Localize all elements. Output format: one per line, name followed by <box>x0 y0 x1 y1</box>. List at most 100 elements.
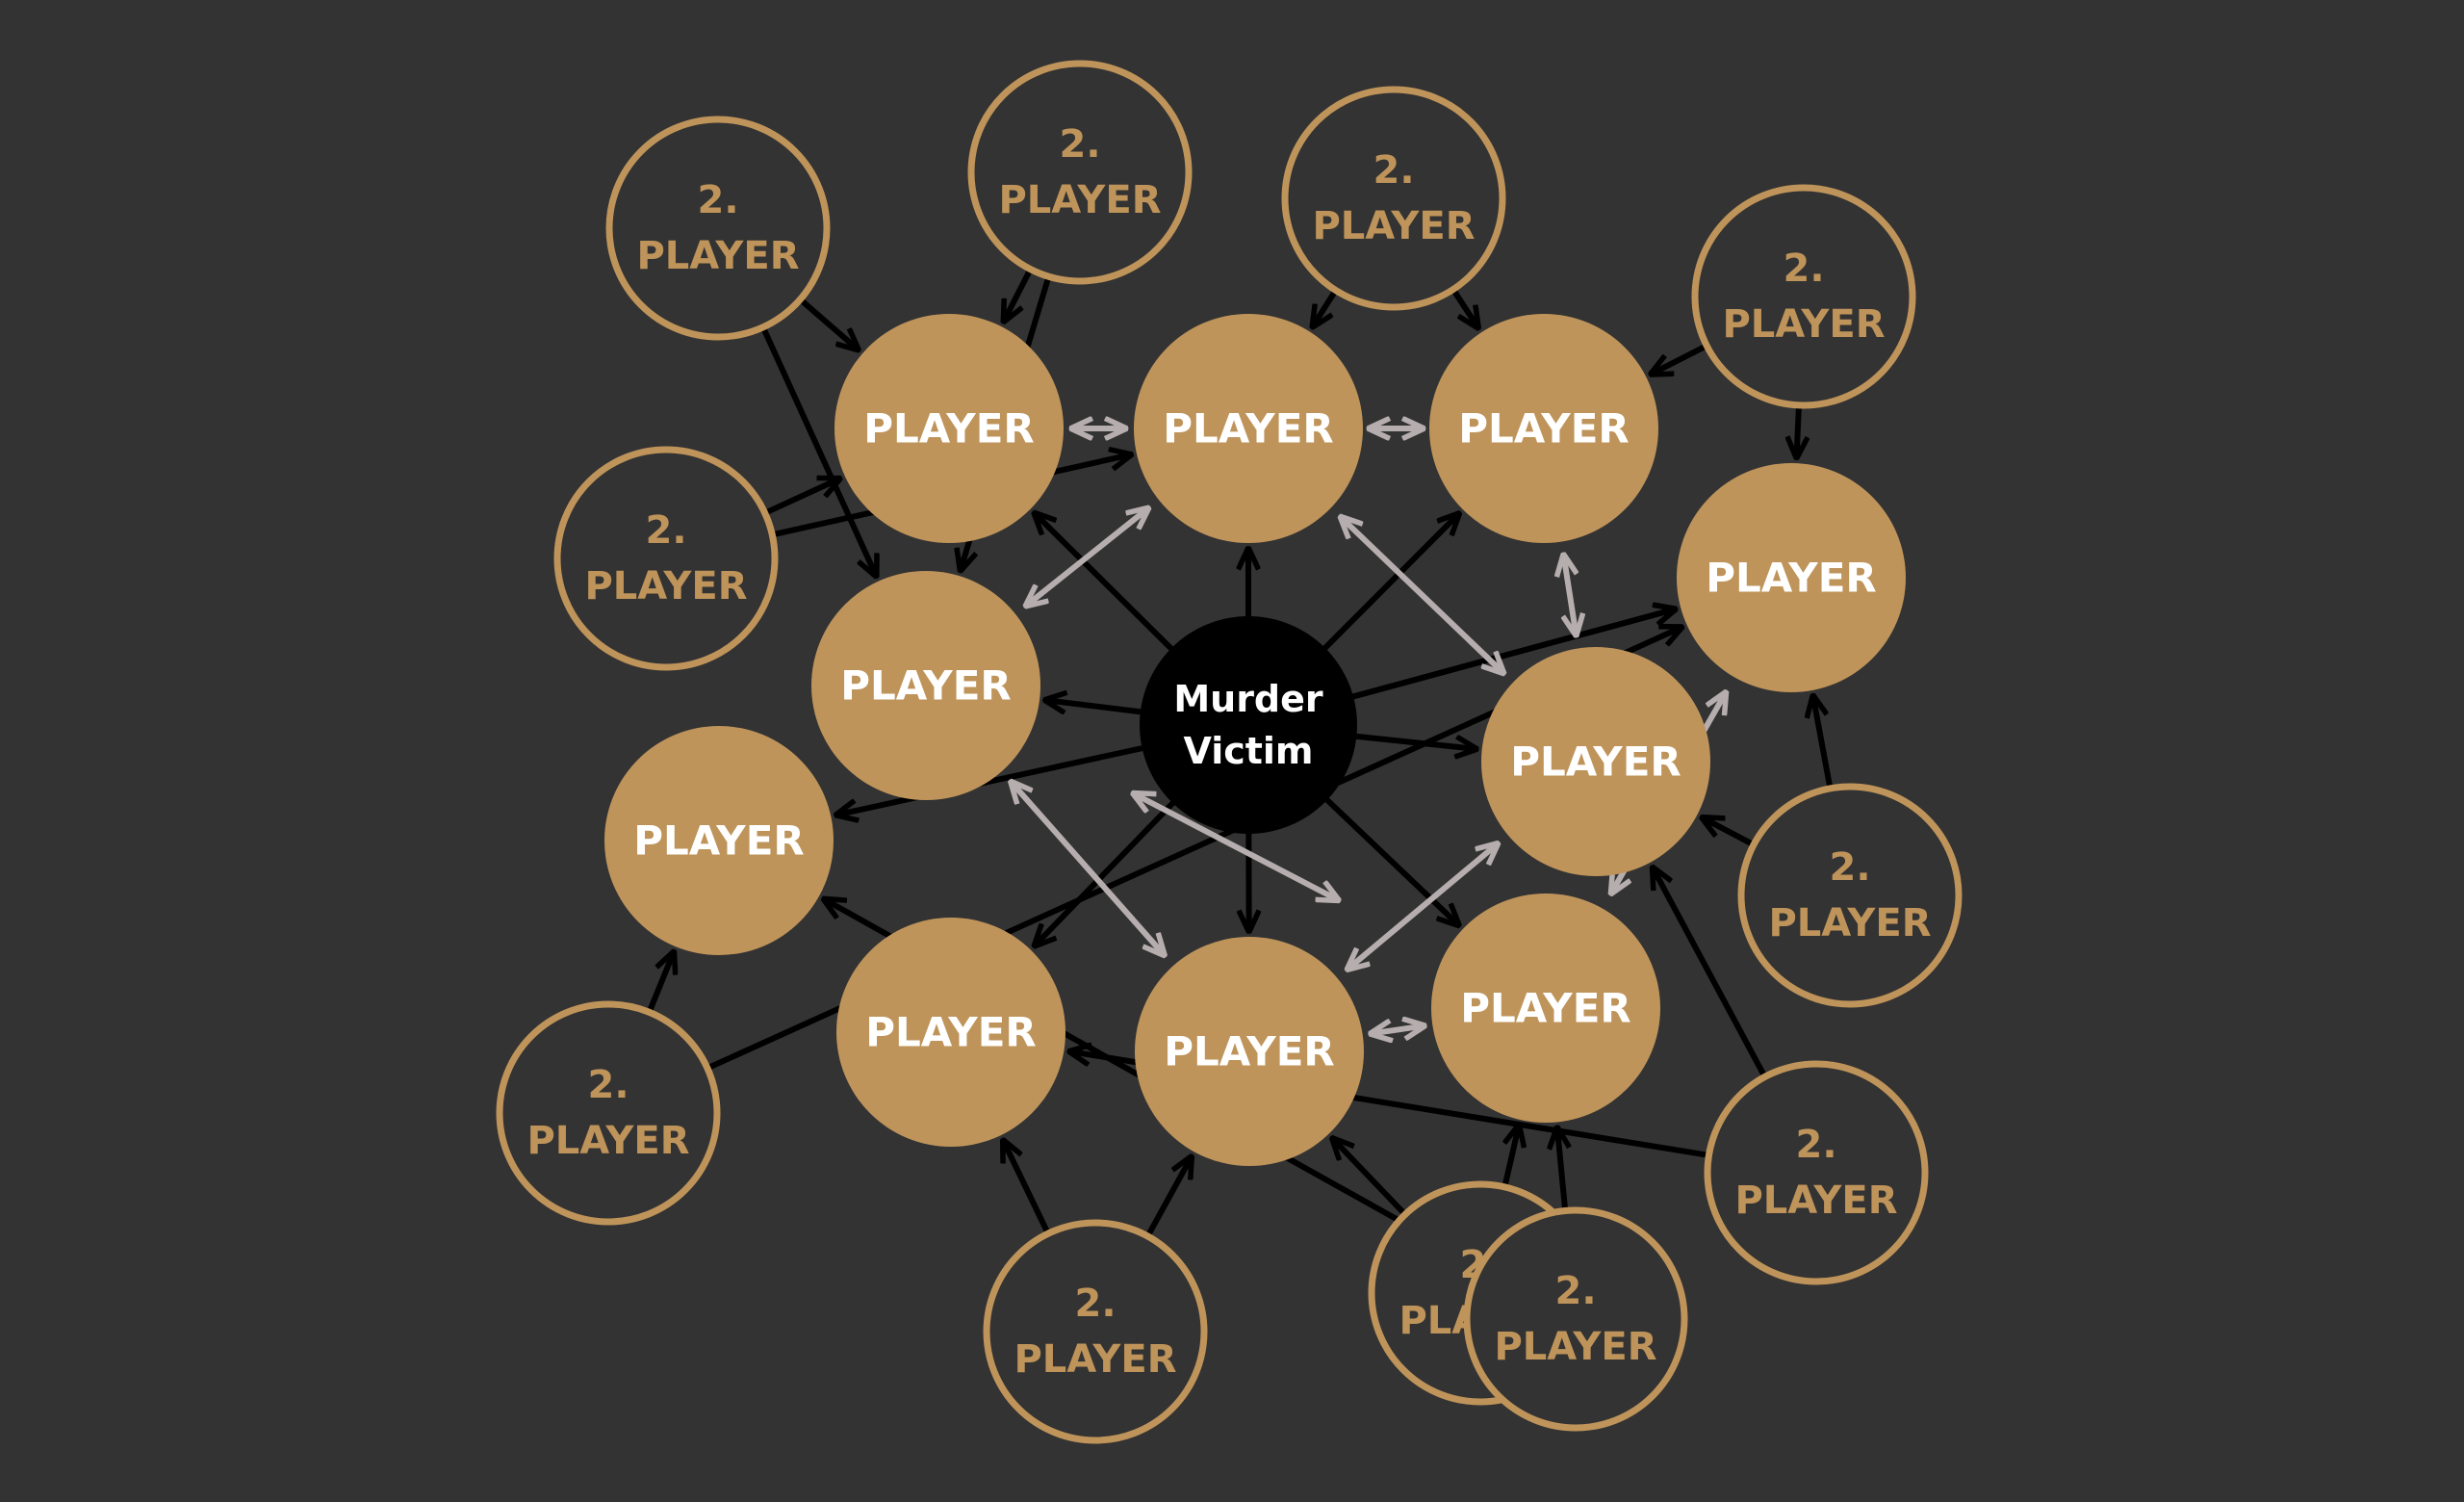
secondary-player-rank: 2. <box>1795 1123 1836 1167</box>
player-circle <box>1431 893 1660 1123</box>
player-node: PLAYER <box>1135 937 1364 1166</box>
victim-to-p4-arrow <box>1045 700 1151 716</box>
secondary-player-ring <box>1281 86 1506 311</box>
player-node: PLAYER <box>1677 463 1906 692</box>
p10-p9-mutual-arrow <box>1371 1025 1424 1033</box>
player-node: PLAYER <box>604 726 834 955</box>
player-label: PLAYER <box>1458 405 1629 453</box>
secondary-player-label: PLAYER <box>1014 1337 1176 1382</box>
player-label: PLAYER <box>1460 985 1630 1032</box>
s1-to-p1-arrow <box>795 295 859 350</box>
secondary-player-rank: 2. <box>1783 246 1824 291</box>
secondary-player-rank: 2. <box>697 178 738 222</box>
p3-p6-mutual-arrow <box>1564 555 1577 634</box>
secondary-player-ring <box>496 1000 721 1226</box>
s8-to-p9-arrow <box>1332 1138 1410 1219</box>
secondary-player-label: PLAYER <box>1768 901 1931 945</box>
player-label: PLAYER <box>1510 738 1681 786</box>
victim-to-p11-arrow <box>1343 609 1675 702</box>
p4-p9-mutual-arrow <box>1012 782 1165 955</box>
s11-to-p10-arrow <box>1557 1127 1565 1216</box>
secondary-player-node: 2. PLAYER <box>1704 1060 1929 1285</box>
p2-p4-mutual-arrow <box>1026 508 1148 606</box>
secondary-player-ring <box>605 116 831 341</box>
player-node: PLAYER <box>1431 893 1660 1123</box>
s8-to-p10-arrow <box>1501 1126 1519 1192</box>
secondary-player-rank: 2. <box>1373 148 1414 193</box>
s4-to-p3-arrow <box>1449 284 1478 327</box>
secondary-player-node: 2. PLAYER <box>967 60 1193 285</box>
secondary-player-node: 2. PLAYER <box>496 1000 721 1226</box>
secondary-player-label: PLAYER <box>1312 204 1475 248</box>
secondary-player-ring <box>1691 184 1916 409</box>
s9-to-p8-arrow <box>1003 1141 1052 1239</box>
player-circle <box>811 571 1040 800</box>
secondary-player-node: 2. PLAYER <box>1737 783 1963 1008</box>
player-circle <box>604 726 834 955</box>
secondary-player-label: PLAYER <box>1494 1325 1656 1369</box>
s2-to-p1-arrow <box>1004 264 1035 322</box>
murder-victim-circle <box>1140 616 1357 834</box>
secondary-player-ring <box>553 446 779 671</box>
secondary-player-label: PLAYER <box>1734 1178 1897 1223</box>
s10-to-p7-arrow <box>645 952 674 1018</box>
secondary-player-node: 2. PLAYER <box>1463 1206 1688 1432</box>
secondary-player-rank: 2. <box>1829 845 1870 890</box>
player-circle <box>1677 463 1906 692</box>
p9-p6-mutual-arrow <box>1348 843 1498 969</box>
secondary-player-label: PLAYER <box>998 178 1161 222</box>
player-label: PLAYER <box>1164 1028 1334 1075</box>
player-node: PLAYER <box>1481 647 1710 876</box>
secondary-player-node: 2. PLAYER <box>1691 184 1916 409</box>
s4-to-p2-arrow <box>1313 285 1340 326</box>
player-label: PLAYER <box>840 662 1011 710</box>
player-label: PLAYER <box>633 817 804 865</box>
secondary-player-label: PLAYER <box>636 234 799 278</box>
secondary-player-node: 2. PLAYER <box>1281 86 1506 311</box>
s6-to-p5-arrow <box>1813 696 1834 793</box>
player-label: PLAYER <box>1706 555 1876 602</box>
secondary-player-ring <box>967 60 1193 285</box>
s9-to-p9-arrow <box>1143 1157 1191 1241</box>
secondary-player-rank: 2. <box>1554 1269 1596 1313</box>
player-circle <box>1135 937 1364 1166</box>
player-circle <box>836 918 1065 1147</box>
secondary-player-label: PLAYER <box>526 1119 689 1163</box>
secondary-player-rank: 2. <box>1074 1282 1116 1326</box>
s7-to-p6-arrow <box>1653 868 1769 1082</box>
s1-to-p4-arrow <box>758 323 876 576</box>
secondary-player-ring <box>1704 1060 1929 1285</box>
secondary-player-rank: 2. <box>645 508 686 553</box>
s5-to-p3-arrow <box>1651 342 1712 374</box>
nodes-layer: 2. PLAYER 2. PLAYER 2. PLAYER 2. PLAYER 2. PLAYER… <box>496 60 1963 1444</box>
secondary-player-node: 2. PLAYER <box>605 116 831 341</box>
secondary-player-node: 2. PLAYER <box>553 446 779 671</box>
secondary-player-node: 2. PLAYER <box>983 1219 1208 1444</box>
player-label: PLAYER <box>865 1009 1036 1056</box>
victim-to-p7-arrow <box>836 743 1153 815</box>
player-node: PLAYER <box>1134 314 1363 543</box>
murder-victim-label: Victim <box>1183 730 1313 772</box>
player-node: PLAYER <box>811 571 1040 800</box>
player-node: PLAYER <box>1429 314 1658 543</box>
player-label: PLAYER <box>1163 405 1333 453</box>
s3-to-p1-arrow <box>759 479 840 517</box>
secondary-player-label: PLAYER <box>1722 302 1885 347</box>
player-circle <box>1429 314 1658 543</box>
secondary-player-ring <box>1737 783 1963 1008</box>
murder-victim-label: Murder <box>1173 678 1323 720</box>
secondary-player-label: PLAYER <box>584 564 747 609</box>
p2-p6-mutual-arrow <box>1341 517 1503 673</box>
player-circle <box>1481 647 1710 876</box>
secondary-player-rank: 2. <box>1059 122 1100 167</box>
player-circle <box>1134 314 1363 543</box>
player-label: PLAYER <box>863 405 1034 453</box>
secondary-player-rank: 2. <box>587 1063 629 1107</box>
player-circle <box>834 314 1064 543</box>
victim-to-p6-arrow <box>1346 732 1476 749</box>
player-node: PLAYER <box>836 918 1065 1147</box>
secondary-player-ring <box>983 1219 1208 1444</box>
s5-to-p5-arrow <box>1797 400 1800 457</box>
